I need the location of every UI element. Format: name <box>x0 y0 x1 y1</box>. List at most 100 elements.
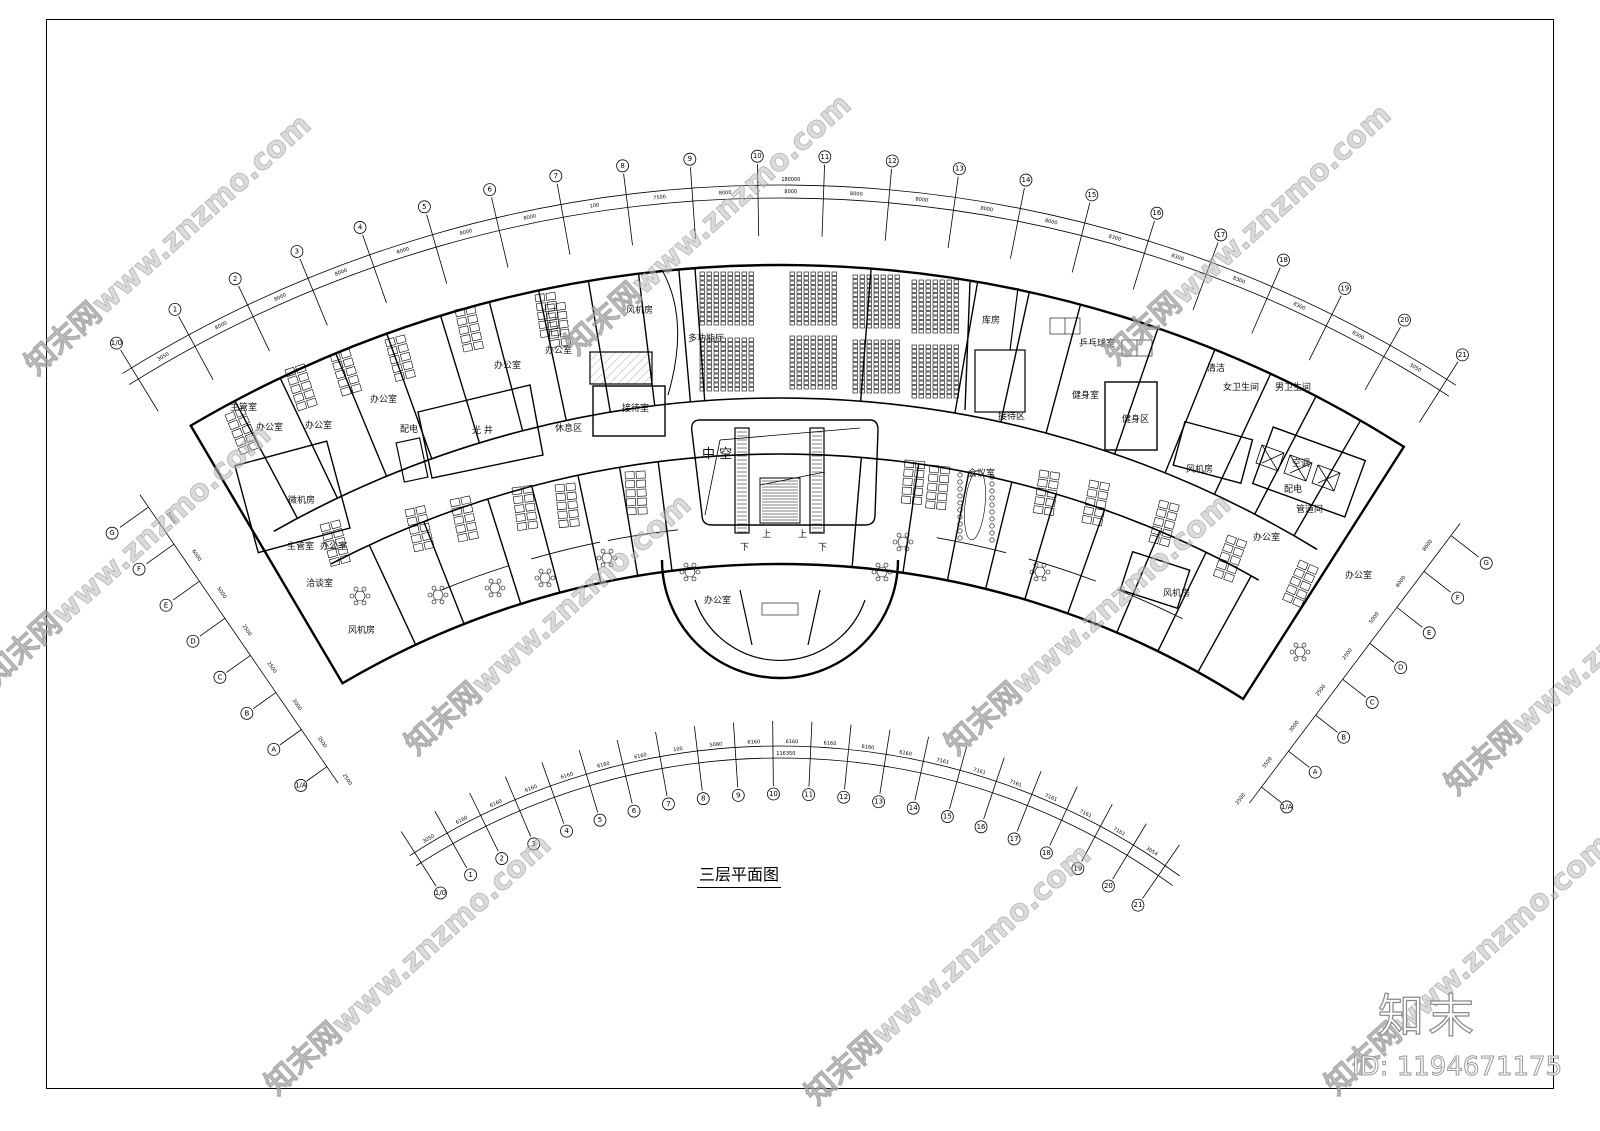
dimension-value: 6160 <box>899 749 913 757</box>
seat <box>699 298 705 303</box>
seat <box>887 375 893 380</box>
seat <box>789 385 795 390</box>
partition-wall <box>1197 575 1252 673</box>
workstation-desk <box>565 482 576 492</box>
seat <box>734 387 740 392</box>
seat <box>817 316 823 321</box>
chair <box>1289 649 1295 655</box>
corridor-wall <box>273 397 1318 551</box>
dimension-value: 3054 <box>1145 846 1159 858</box>
chair <box>1305 649 1311 655</box>
seat <box>706 342 712 347</box>
dimension-value: 8000 <box>915 196 928 203</box>
seat <box>925 349 931 354</box>
seat <box>706 387 712 392</box>
seat <box>741 285 747 290</box>
seat <box>706 373 712 378</box>
workstation-desk <box>548 330 559 340</box>
axis-line <box>426 214 448 284</box>
seat <box>817 358 823 363</box>
seat <box>817 367 823 372</box>
workstation-desk <box>1168 502 1180 513</box>
seat <box>810 321 816 326</box>
workstation-desk <box>1150 525 1163 536</box>
axis-bubble <box>818 150 832 164</box>
seat <box>925 293 931 298</box>
seat <box>911 389 917 394</box>
seat <box>887 319 893 324</box>
seat <box>925 358 931 363</box>
seat <box>748 360 754 365</box>
escalator <box>809 427 825 534</box>
axis-bubble <box>662 797 675 811</box>
seat <box>810 285 816 290</box>
seat <box>789 276 795 281</box>
seat <box>939 380 945 385</box>
chair <box>1041 576 1047 582</box>
seat <box>706 294 712 299</box>
seat <box>880 301 886 306</box>
dimension-value: 5000 <box>215 586 227 600</box>
axis-bubble <box>464 868 478 882</box>
seat <box>946 302 952 307</box>
seat <box>824 358 830 363</box>
seat <box>946 371 952 376</box>
seat <box>796 276 802 281</box>
axis-line <box>226 655 251 673</box>
seat <box>713 342 719 347</box>
seat <box>699 387 705 392</box>
chair <box>989 481 995 487</box>
seat <box>803 294 809 299</box>
seat <box>699 342 705 347</box>
seat <box>887 315 893 320</box>
workstation-desk <box>292 392 305 403</box>
hall-back-wall <box>964 281 971 411</box>
dimension-value: 2500 <box>266 661 278 675</box>
seat <box>894 375 900 380</box>
seat <box>866 274 872 279</box>
seat <box>706 364 712 369</box>
chair <box>608 562 614 568</box>
seat <box>831 294 837 299</box>
chair <box>1033 576 1039 582</box>
seat <box>852 362 858 367</box>
seat <box>953 353 959 358</box>
seat <box>925 306 931 311</box>
axis-label: G <box>109 529 114 537</box>
room-label-multi-hall: 多功能厅 <box>688 332 724 344</box>
axis-line <box>146 543 175 564</box>
walls <box>189 263 1406 701</box>
seat <box>699 289 705 294</box>
seat <box>831 335 837 340</box>
partition-wall <box>488 301 524 431</box>
seat <box>824 294 830 299</box>
seat <box>817 307 823 312</box>
seat <box>859 366 865 371</box>
seat <box>880 348 886 353</box>
chair <box>957 507 963 513</box>
seat <box>911 302 917 307</box>
partition-wall <box>1116 530 1161 633</box>
seat <box>824 349 830 354</box>
chair <box>361 600 367 606</box>
seat <box>939 279 945 284</box>
seat <box>953 371 959 376</box>
seat <box>880 315 886 320</box>
seat <box>852 274 858 279</box>
seat <box>831 298 837 303</box>
workstation-desk <box>937 483 949 493</box>
seat <box>699 303 705 308</box>
workstation-desk <box>456 316 468 327</box>
dimension-value: 2500 <box>1315 684 1327 698</box>
seat <box>866 375 872 380</box>
seat <box>866 339 872 344</box>
seat <box>706 355 712 360</box>
seat <box>932 297 938 302</box>
seat <box>852 366 858 371</box>
seat <box>852 306 858 311</box>
room-label-lounge: 休息区 <box>555 422 582 434</box>
dimension-value: 7161 <box>1112 826 1126 838</box>
seat <box>894 310 900 315</box>
seat <box>873 357 879 362</box>
seat <box>706 307 712 312</box>
